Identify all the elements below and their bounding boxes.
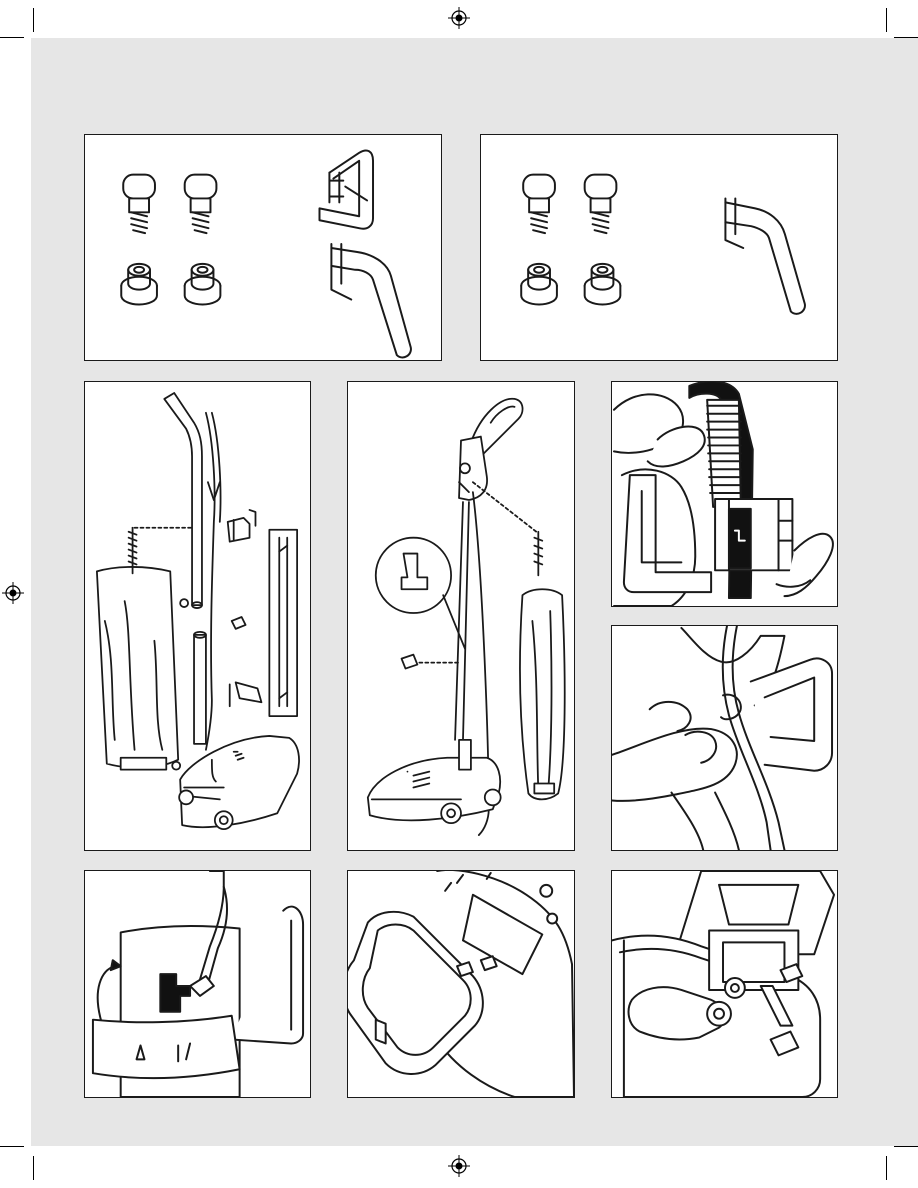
hardware-kit-a-panel	[84, 134, 442, 361]
assembled-vacuum-panel	[347, 381, 575, 851]
hand-cord-hook-icon	[612, 382, 837, 606]
parts-exploded-view-panel	[84, 381, 311, 851]
pivot-detail-icon	[612, 871, 837, 1097]
registration-mark-left	[2, 582, 24, 604]
handle-latch-panel	[84, 870, 311, 1098]
cord-wrap-panel	[611, 625, 838, 851]
base-rear-icon	[348, 871, 574, 1097]
base-pivot-detail-panel	[611, 870, 838, 1098]
crop-mark	[886, 8, 887, 32]
hardware-kit-b-panel	[480, 134, 838, 361]
hand-cord-wrap-icon	[612, 626, 837, 850]
crop-mark	[33, 8, 34, 32]
screws-grommets-hooks-icon	[85, 135, 441, 360]
handle-latch-icon	[85, 871, 310, 1097]
screws-grommets-hook-icon	[481, 135, 837, 360]
crop-mark	[0, 37, 24, 38]
vacuum-parts-icon	[85, 382, 310, 850]
cord-into-hook-panel	[611, 381, 838, 607]
registration-mark-top	[448, 7, 470, 29]
base-rear-view-panel	[347, 870, 575, 1098]
registration-mark-bottom	[448, 1155, 470, 1177]
crop-mark	[886, 1156, 887, 1180]
crop-mark	[33, 1156, 34, 1180]
crop-mark	[0, 1146, 24, 1147]
crop-mark	[894, 1146, 918, 1147]
assembled-vacuum-icon	[348, 382, 574, 850]
